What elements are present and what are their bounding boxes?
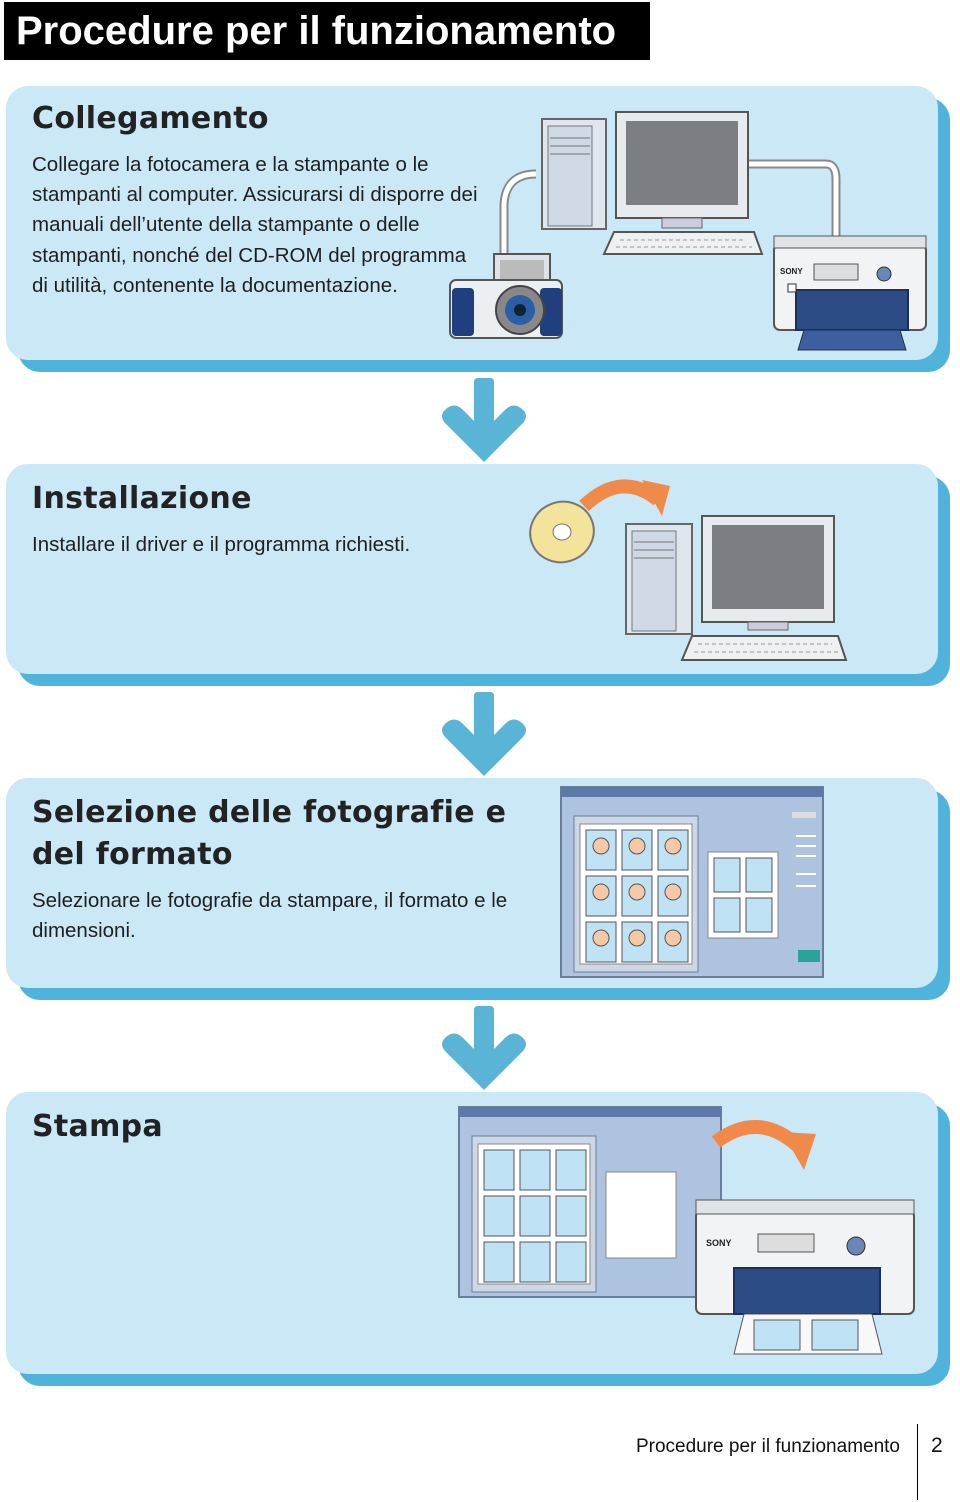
page-title: Procedure per il funzionamento	[4, 2, 650, 60]
printer-logo: SONY	[706, 1238, 732, 1248]
connection-illustration: SONY	[449, 111, 927, 351]
step-description: Selezionare le fotografie da stampare, i…	[32, 889, 508, 943]
printer-logo: SONY	[780, 267, 803, 276]
cd-install-illustration	[529, 479, 848, 661]
step-description: Installare il driver e il programma rich…	[32, 533, 411, 556]
arrow-down-icon	[442, 1006, 526, 1090]
photo-selection-window-illustration	[560, 786, 824, 978]
step-panel-collegamento: Collegamento Collegare la fotocamera e l…	[6, 86, 938, 360]
page-number: 2	[931, 1434, 943, 1457]
step-heading: Collegamento	[32, 101, 269, 136]
step-description: Collegare la fotocamera e la stampante o…	[32, 153, 478, 297]
arrow-down-icon	[442, 692, 526, 776]
footer-divider	[917, 1424, 918, 1500]
step-heading: Installazione	[32, 481, 252, 516]
print-illustration: SONY	[458, 1106, 915, 1355]
arrow-down-icon	[442, 378, 526, 462]
step-heading: Stampa	[32, 1109, 163, 1144]
step-heading: Selezione delle fotografie e del formato	[32, 795, 507, 872]
step-panel-selezione: Selezione delle fotografie e del formato…	[6, 778, 938, 988]
step-panel-stampa: Stampa SONY	[6, 1092, 938, 1374]
footer-section-title: Procedure per il funzionamento	[635, 1436, 900, 1457]
step-panel-installazione: Installazione Installare il driver e il …	[6, 464, 938, 674]
